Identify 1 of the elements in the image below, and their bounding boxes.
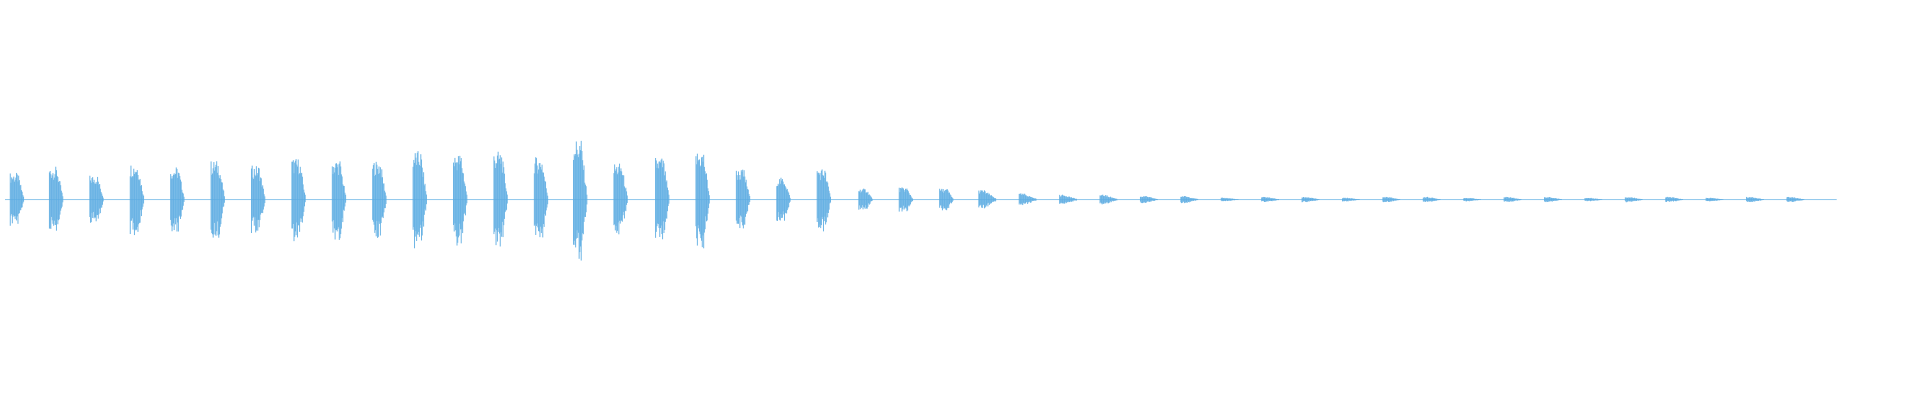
audio-waveform-drawing	[4, 140, 1838, 261]
